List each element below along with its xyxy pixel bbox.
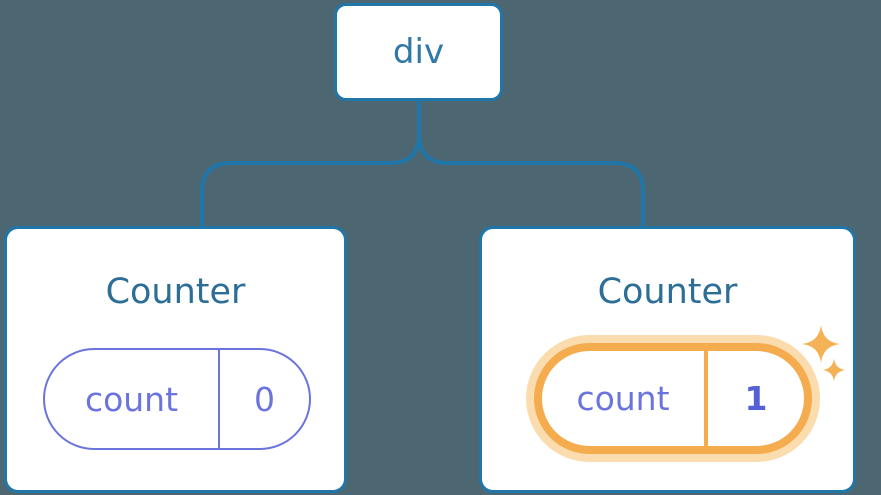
connector-left-branch — [200, 100, 421, 228]
pill-divider — [704, 351, 708, 446]
root-node-label: div — [392, 32, 445, 72]
sparkle-icon-large — [802, 325, 840, 363]
state-value: 1 — [744, 379, 768, 418]
connector-right-branch — [417, 100, 645, 228]
card-title: Counter — [105, 272, 246, 312]
state-key-label: count — [84, 379, 179, 419]
state-value: 0 — [254, 379, 275, 419]
counter-card-left: Counter count 0 — [4, 226, 347, 493]
counter-card-right: Counter count 1 — [479, 226, 856, 493]
state-key-label: count — [576, 379, 670, 418]
card-title: Counter — [597, 272, 738, 312]
state-pill-highlighted: count 1 — [534, 343, 812, 454]
sparkle-icon-small — [822, 358, 846, 382]
root-node: div — [334, 3, 503, 101]
sparkle-icon — [802, 325, 846, 382]
pill-divider — [218, 350, 220, 448]
state-pill: count 0 — [43, 348, 311, 450]
